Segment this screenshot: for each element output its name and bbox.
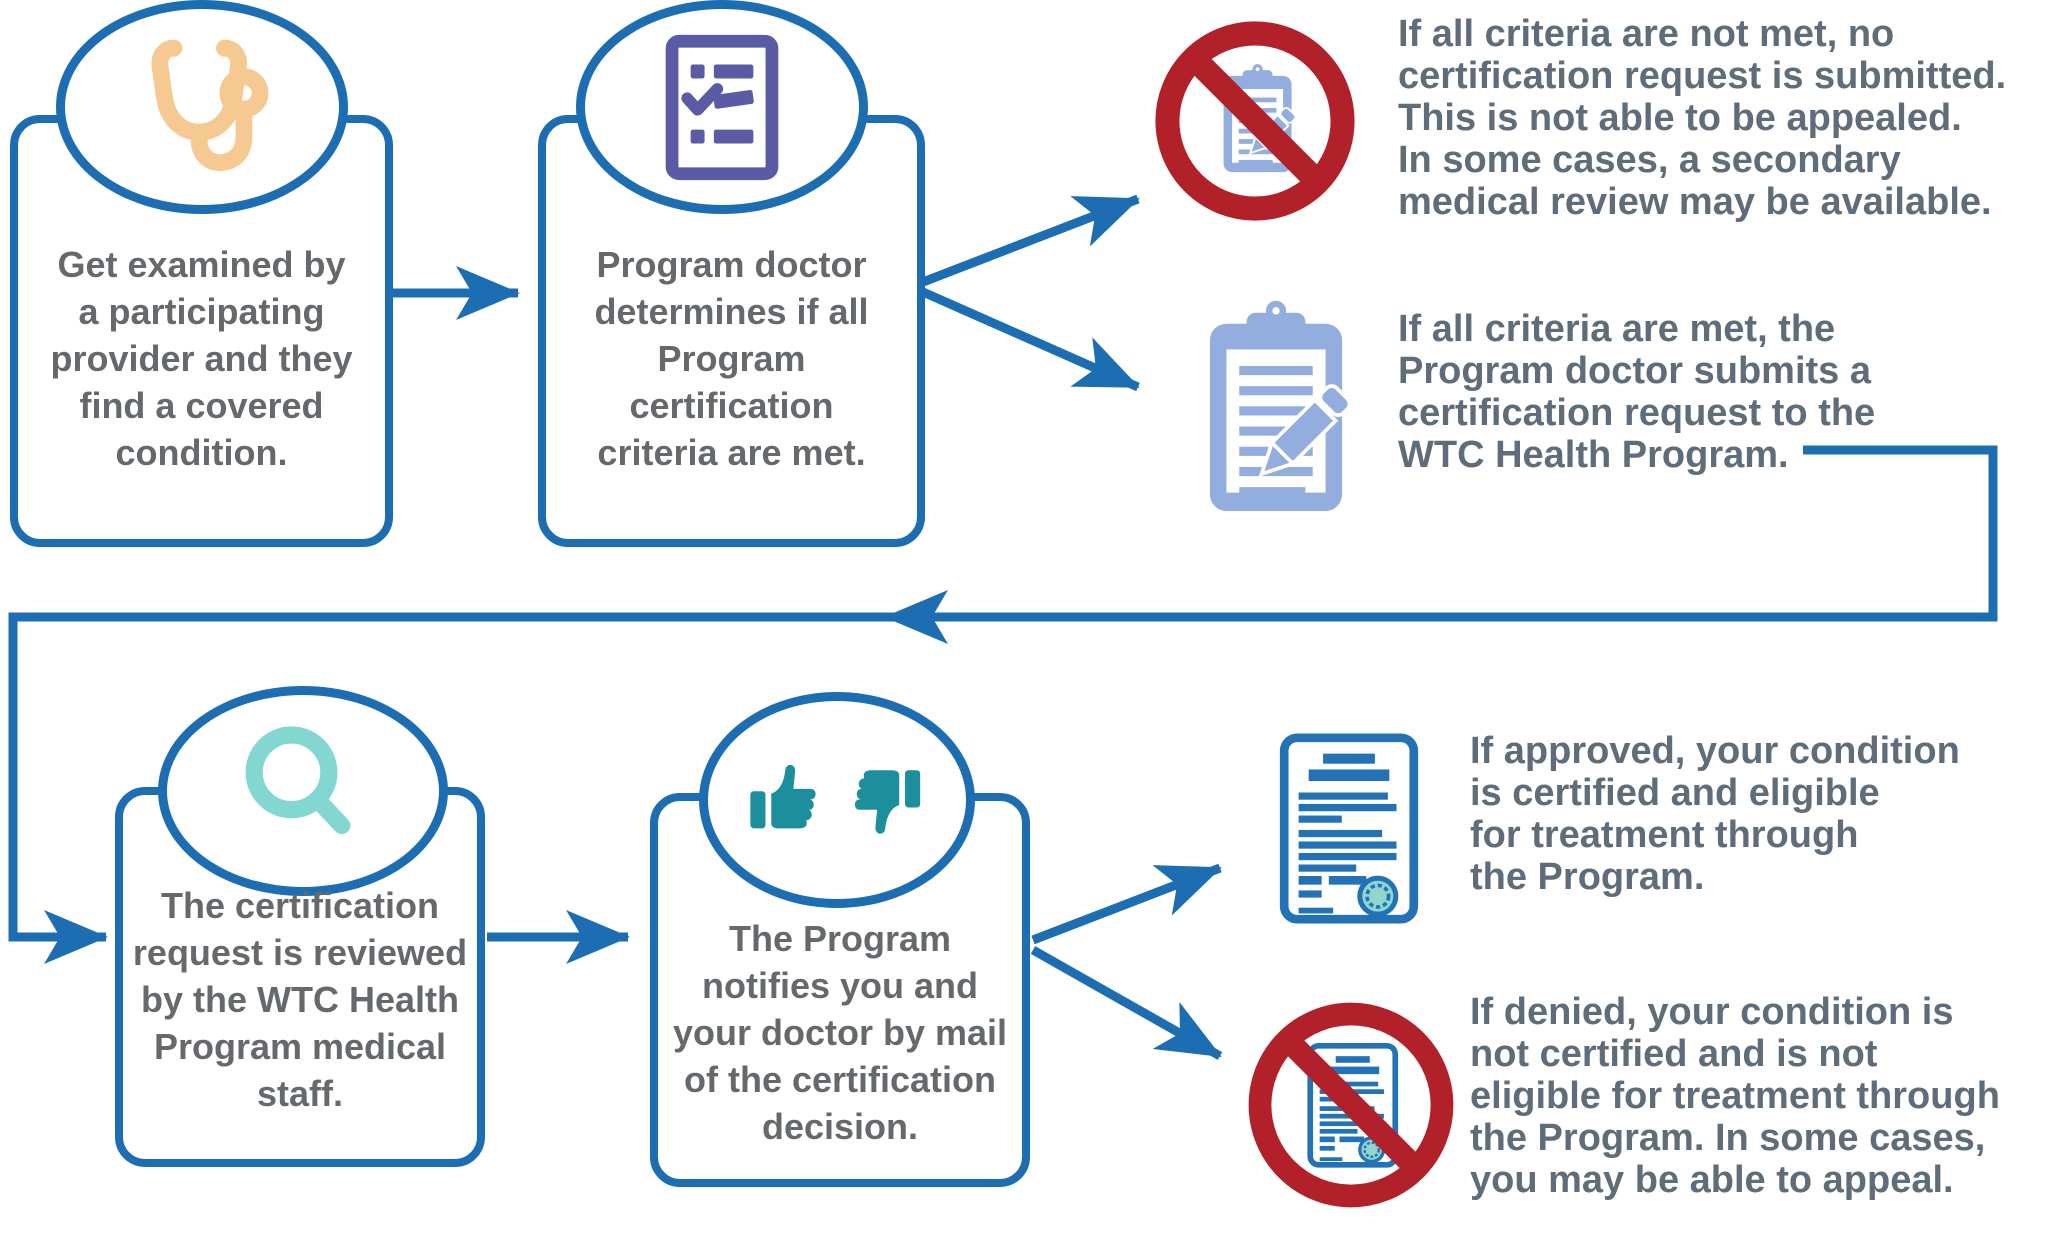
certificate-document-icon [1279,733,1419,924]
stethoscope-icon [151,39,269,171]
magnifying-glass-icon [245,726,351,835]
step-4-box [650,793,1030,1187]
arrow-return-right-segment [884,445,1998,644]
step-3-text: The certification request is reviewed by… [132,885,468,1114]
outcome-met-text: If all criteria are met, the Program doc… [1398,308,1876,476]
clipboard-pencil-icon [1209,300,1352,511]
step-3-ellipse [158,686,448,896]
outcome-not-met-text: If all criteria are not met, no certific… [1398,13,2007,223]
step-2-ellipse [576,0,868,214]
outcome-approved-text: If approved, your condition is certified… [1470,730,1960,898]
prohibited-clipboard-icon [1155,21,1355,221]
step-1-text: Get examined by a participating provider… [50,244,353,473]
arrow-step4-to-denied [1030,946,1223,1060]
arrow-step2-to-not-met [921,194,1140,287]
prohibited-certificate-icon [1248,1002,1454,1208]
arrow-step2-to-met [921,287,1140,392]
arrow-return-left-segment [8,612,886,964]
checklist-icon [665,34,779,180]
outcome-denied-text: If denied, your condition is not certifi… [1470,991,2000,1201]
step-4-ellipse [699,692,975,908]
arrow-step4-to-approved [1031,863,1222,945]
step-2-text: Program doctor determines if all Program… [594,244,869,473]
step-4-text: The Program notifies you and your doctor… [672,918,1008,1147]
step-1-ellipse [56,0,348,214]
thumbs-up-down-icon [750,764,921,834]
